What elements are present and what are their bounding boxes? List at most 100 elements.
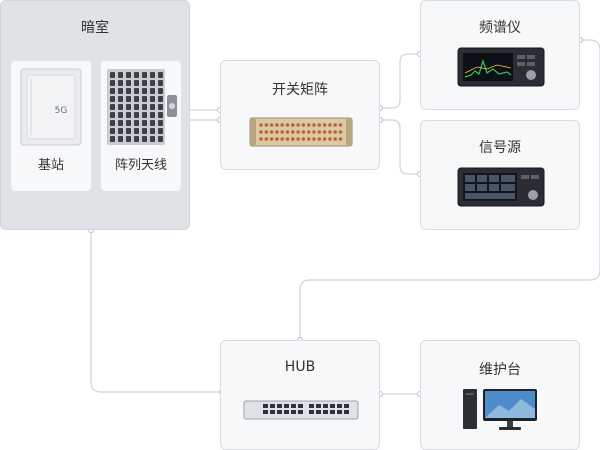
switch-matrix-image xyxy=(249,117,353,147)
spectrum-analyzer-image xyxy=(457,47,545,87)
antenna-element xyxy=(134,80,139,86)
switch-port xyxy=(275,137,279,141)
switch-port xyxy=(259,123,263,127)
antenna-element xyxy=(134,136,139,142)
switch-port xyxy=(264,130,269,134)
switch-port xyxy=(301,130,306,134)
antenna-element xyxy=(118,112,123,118)
antenna-element xyxy=(158,80,163,86)
hub-port xyxy=(344,410,349,414)
switch-port xyxy=(264,137,269,141)
maintenance-title: 维护台 xyxy=(479,362,521,378)
hub-title: HUB xyxy=(284,359,316,375)
switch-port xyxy=(296,137,300,141)
antenna-element xyxy=(110,104,115,110)
switch-port xyxy=(280,130,284,134)
antenna-element xyxy=(110,72,115,78)
antenna-element xyxy=(118,120,123,126)
antenna-element xyxy=(126,104,131,110)
switch-port xyxy=(275,123,279,127)
antenna-element xyxy=(118,128,123,134)
antenna-element xyxy=(118,72,123,78)
switch-port xyxy=(317,130,322,134)
switch-port xyxy=(269,130,274,134)
switch-port xyxy=(338,137,343,141)
switch-port xyxy=(275,130,279,134)
hub-port xyxy=(298,404,303,408)
base-station-badge: 5G xyxy=(55,106,68,116)
antenna-element xyxy=(150,112,155,118)
antenna-element xyxy=(142,96,147,102)
switch-port xyxy=(285,130,290,134)
antenna-element xyxy=(118,88,123,94)
spectrum-analyzer-node: 频谱仪 xyxy=(420,0,580,110)
hub-port xyxy=(270,410,275,414)
hub-port xyxy=(291,410,296,414)
antenna-element xyxy=(142,72,147,78)
hub-port xyxy=(284,404,289,408)
switch-port xyxy=(317,137,322,141)
switch-port xyxy=(322,123,327,127)
antenna-element xyxy=(142,136,147,142)
hub-port xyxy=(263,404,268,408)
switch-port xyxy=(291,137,295,141)
antenna-element xyxy=(110,88,115,94)
hub-port xyxy=(309,410,314,414)
switch-port xyxy=(259,130,263,134)
antenna-element xyxy=(126,128,131,134)
switch-port xyxy=(291,130,295,134)
hub-port xyxy=(298,410,303,414)
antenna-element xyxy=(118,96,123,102)
switch-port xyxy=(333,137,337,141)
antenna-element xyxy=(118,80,123,86)
antenna-element xyxy=(126,80,131,86)
switch-port xyxy=(328,130,332,134)
switch-port xyxy=(264,123,269,127)
switch-port xyxy=(306,137,311,141)
antenna-element xyxy=(126,136,131,142)
switch-port xyxy=(259,137,263,141)
switch-port xyxy=(306,123,311,127)
switch-port xyxy=(269,123,274,127)
switch-port xyxy=(291,123,295,127)
darkroom-title: 暗室 xyxy=(81,20,109,36)
antenna-element xyxy=(110,120,115,126)
switch-port xyxy=(333,130,337,134)
switch-port xyxy=(285,137,290,141)
antenna-element xyxy=(142,128,147,134)
switch-port xyxy=(296,130,300,134)
hub-node: HUB xyxy=(220,340,380,450)
antenna-element xyxy=(110,112,115,118)
hub-port xyxy=(337,404,342,408)
antenna-element xyxy=(150,120,155,126)
maintenance-node: 维护台 xyxy=(420,340,580,450)
switch-port xyxy=(301,123,306,127)
switch-port xyxy=(322,137,327,141)
antenna-element xyxy=(150,96,155,102)
switch-port xyxy=(312,123,316,127)
hub-port xyxy=(316,404,321,408)
antenna-element xyxy=(126,72,131,78)
antenna-element xyxy=(158,120,163,126)
signal-source-image xyxy=(457,167,545,207)
antenna-element xyxy=(134,72,139,78)
switch-port xyxy=(333,123,337,127)
hub-port xyxy=(277,404,282,408)
switch-port xyxy=(328,123,332,127)
antenna-element xyxy=(142,88,147,94)
antenna-element xyxy=(142,80,147,86)
antenna-element xyxy=(126,88,131,94)
hub-port xyxy=(263,410,268,414)
antenna-element xyxy=(134,88,139,94)
antenna-element xyxy=(158,88,163,94)
switch-port xyxy=(328,137,332,141)
hub-port xyxy=(291,404,296,408)
base-station-image: 5G xyxy=(20,68,82,146)
switch-port xyxy=(280,123,284,127)
switch-port xyxy=(285,123,290,127)
switch-port xyxy=(280,137,284,141)
hub-port xyxy=(270,404,275,408)
antenna-element xyxy=(126,96,131,102)
antenna-element xyxy=(142,120,147,126)
antenna-element xyxy=(150,136,155,142)
